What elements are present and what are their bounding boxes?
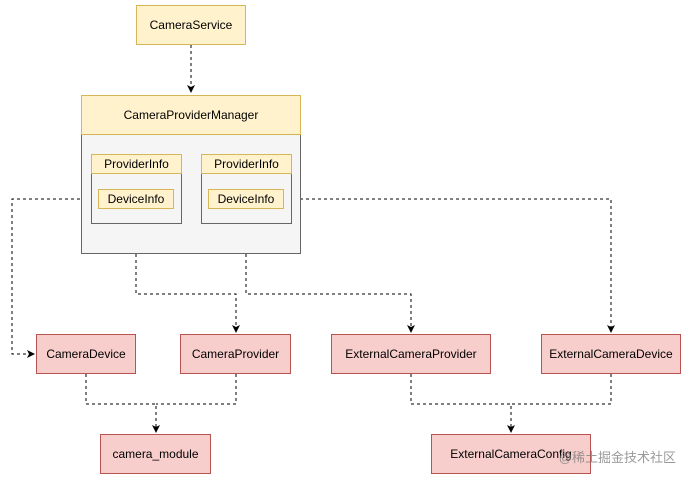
camera-provider-node: CameraProvider bbox=[180, 334, 291, 374]
device-info-right-node: DeviceInfo bbox=[208, 189, 284, 209]
provider-info-left-label: ProviderInfo bbox=[104, 157, 169, 171]
camera-provider-manager-label: CameraProviderManager bbox=[123, 108, 259, 122]
external-camera-config-label: ExternalCameraConfig bbox=[450, 447, 572, 461]
edge-external-provider-to-config bbox=[410, 374, 515, 433]
edge-deviceinfo-left-to-camera-device bbox=[11, 198, 98, 358]
external-camera-device-node: ExternalCameraDevice bbox=[541, 334, 681, 374]
camera-provider-label: CameraProvider bbox=[191, 347, 280, 361]
external-camera-config-node: ExternalCameraConfig bbox=[431, 434, 591, 474]
external-camera-provider-label: ExternalCameraProvider bbox=[345, 347, 477, 361]
watermark-text: @稀土掘金技术社区 bbox=[558, 450, 676, 465]
edge-external-device-to-config bbox=[511, 374, 612, 405]
edge-deviceinfo-right-to-external-device bbox=[282, 198, 615, 333]
device-info-left-node: DeviceInfo bbox=[98, 189, 174, 209]
camera-provider-manager-header: CameraProviderManager bbox=[81, 95, 301, 135]
camera-device-label: CameraDevice bbox=[46, 347, 126, 361]
edge-providerinfo-left-to-camera-provider bbox=[135, 224, 240, 333]
device-info-left-label: DeviceInfo bbox=[107, 192, 165, 206]
camera-device-node: CameraDevice bbox=[36, 334, 136, 374]
camera-service-label: CameraService bbox=[149, 18, 233, 32]
camera-module-label: camera_module bbox=[112, 447, 199, 461]
edge-providerinfo-right-to-external-provider bbox=[245, 224, 415, 333]
edge-camera-device-to-module bbox=[85, 374, 160, 433]
external-camera-provider-node: ExternalCameraProvider bbox=[331, 334, 491, 374]
edge-camera-provider-to-module bbox=[156, 374, 237, 405]
provider-info-right-label: ProviderInfo bbox=[214, 157, 279, 171]
camera-service-node: CameraService bbox=[136, 5, 246, 45]
external-camera-device-label: ExternalCameraDevice bbox=[549, 347, 673, 361]
provider-info-right-header: ProviderInfo bbox=[201, 154, 292, 174]
camera-module-node: camera_module bbox=[100, 434, 211, 474]
device-info-right-label: DeviceInfo bbox=[217, 192, 275, 206]
provider-info-left-header: ProviderInfo bbox=[91, 154, 182, 174]
